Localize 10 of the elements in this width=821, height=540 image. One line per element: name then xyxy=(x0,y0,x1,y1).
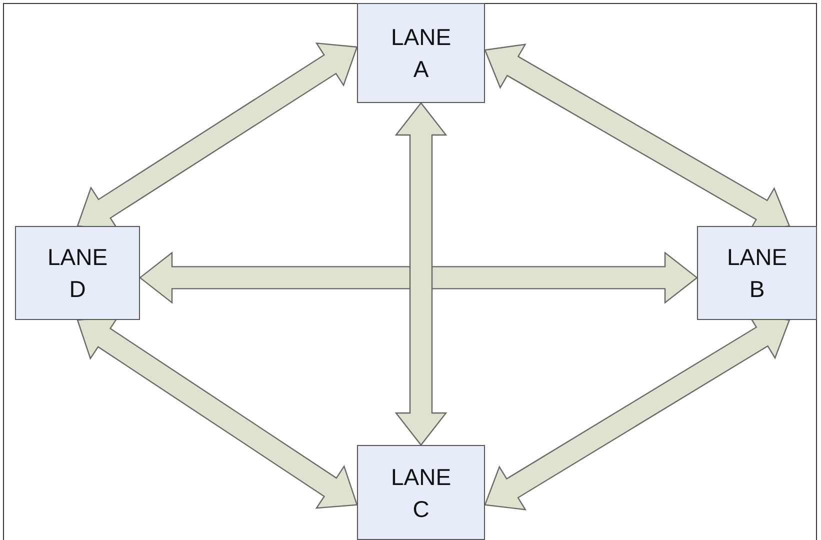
lane-box xyxy=(357,3,485,103)
lane-box xyxy=(15,226,140,320)
double-arrow xyxy=(394,102,448,446)
lane-box xyxy=(697,226,817,320)
lane-label: LANE C xyxy=(390,462,452,524)
lane-label: LANE B xyxy=(726,243,788,304)
lane-box xyxy=(357,445,485,540)
lane-label: LANE D xyxy=(46,243,109,304)
lane-label: LANE A xyxy=(390,23,452,84)
double-arrow xyxy=(139,251,698,304)
